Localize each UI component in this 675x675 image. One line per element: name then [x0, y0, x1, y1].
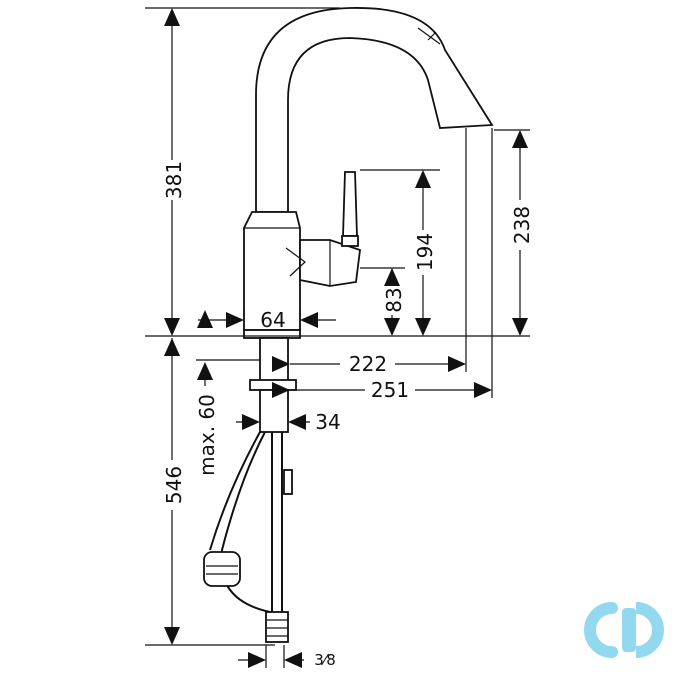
label-64: 64 — [260, 308, 285, 332]
label-222: 222 — [349, 352, 387, 376]
label-238: 238 — [510, 206, 534, 244]
faucet-outline — [203, 7, 494, 643]
label-194: 194 — [413, 233, 437, 271]
cd-logo-icon — [584, 602, 664, 658]
label-546: 546 — [162, 466, 186, 504]
label-251: 251 — [371, 378, 409, 402]
dimension-lines — [164, 8, 528, 668]
label-34: 34 — [315, 410, 340, 434]
label-381: 381 — [162, 161, 186, 199]
label-max-60: max. 60 — [195, 394, 219, 476]
label-83: 83 — [382, 287, 406, 312]
label-3-8: 3⁄8 — [314, 651, 336, 669]
extension-lines — [145, 7, 530, 668]
